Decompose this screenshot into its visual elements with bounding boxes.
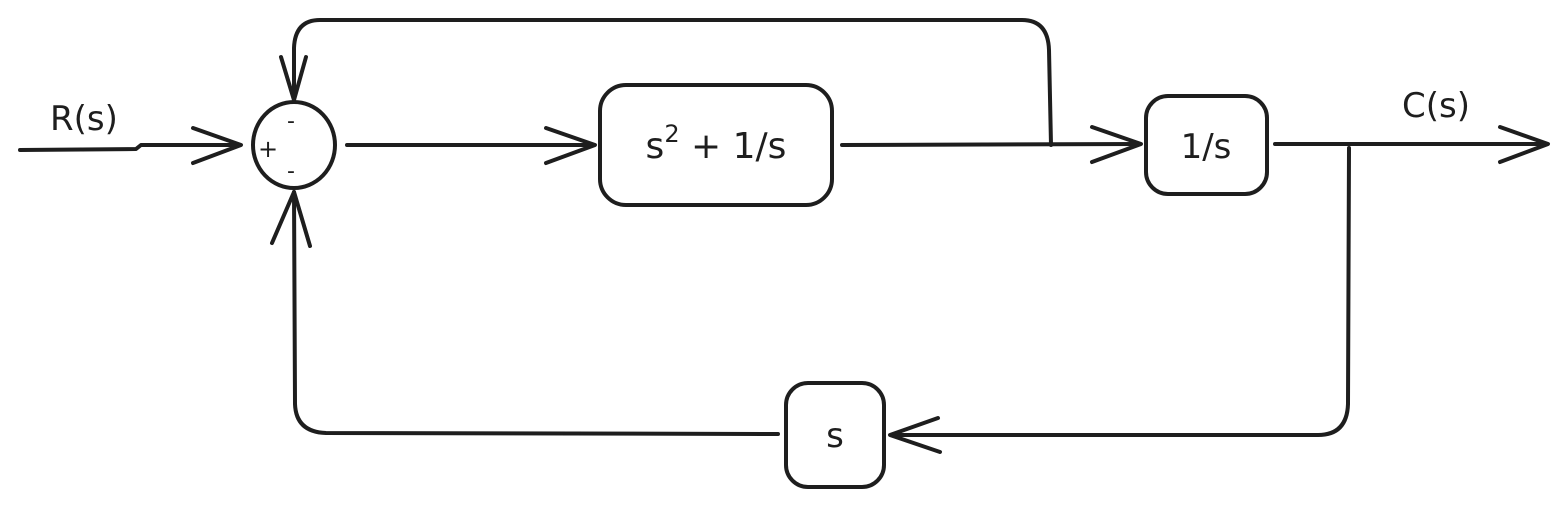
forward-signal-arrow [840,125,1143,164]
error-signal-arrow [345,126,597,165]
forward-block-1 [598,83,834,207]
forward-block-2 [1144,94,1269,196]
summing-bottom-minus-sign: - [287,159,295,184]
forward-block-1-base: s [646,126,665,167]
feedback-block-label: s [826,416,844,456]
upper-feedback-arrow [279,18,1053,147]
forward-block-1-exponent: 2 [664,120,679,148]
input-arrow [18,126,243,165]
feedback-block [784,381,886,489]
forward-block-1-label: s2 + 1/s [646,120,787,167]
input-signal-label: R(s) [50,99,118,139]
summing-plus-sign: + [258,135,278,163]
output-arrow [1273,125,1550,164]
output-signal-label: C(s) [1402,86,1470,126]
summing-top-minus-sign: - [287,109,295,134]
forward-block-1-rest: + 1/s [680,126,787,167]
lower-feedback-arrow-to-block [888,146,1351,454]
lower-feedback-arrow-to-junction [270,190,780,436]
forward-block-2-label: 1/s [1181,127,1232,167]
